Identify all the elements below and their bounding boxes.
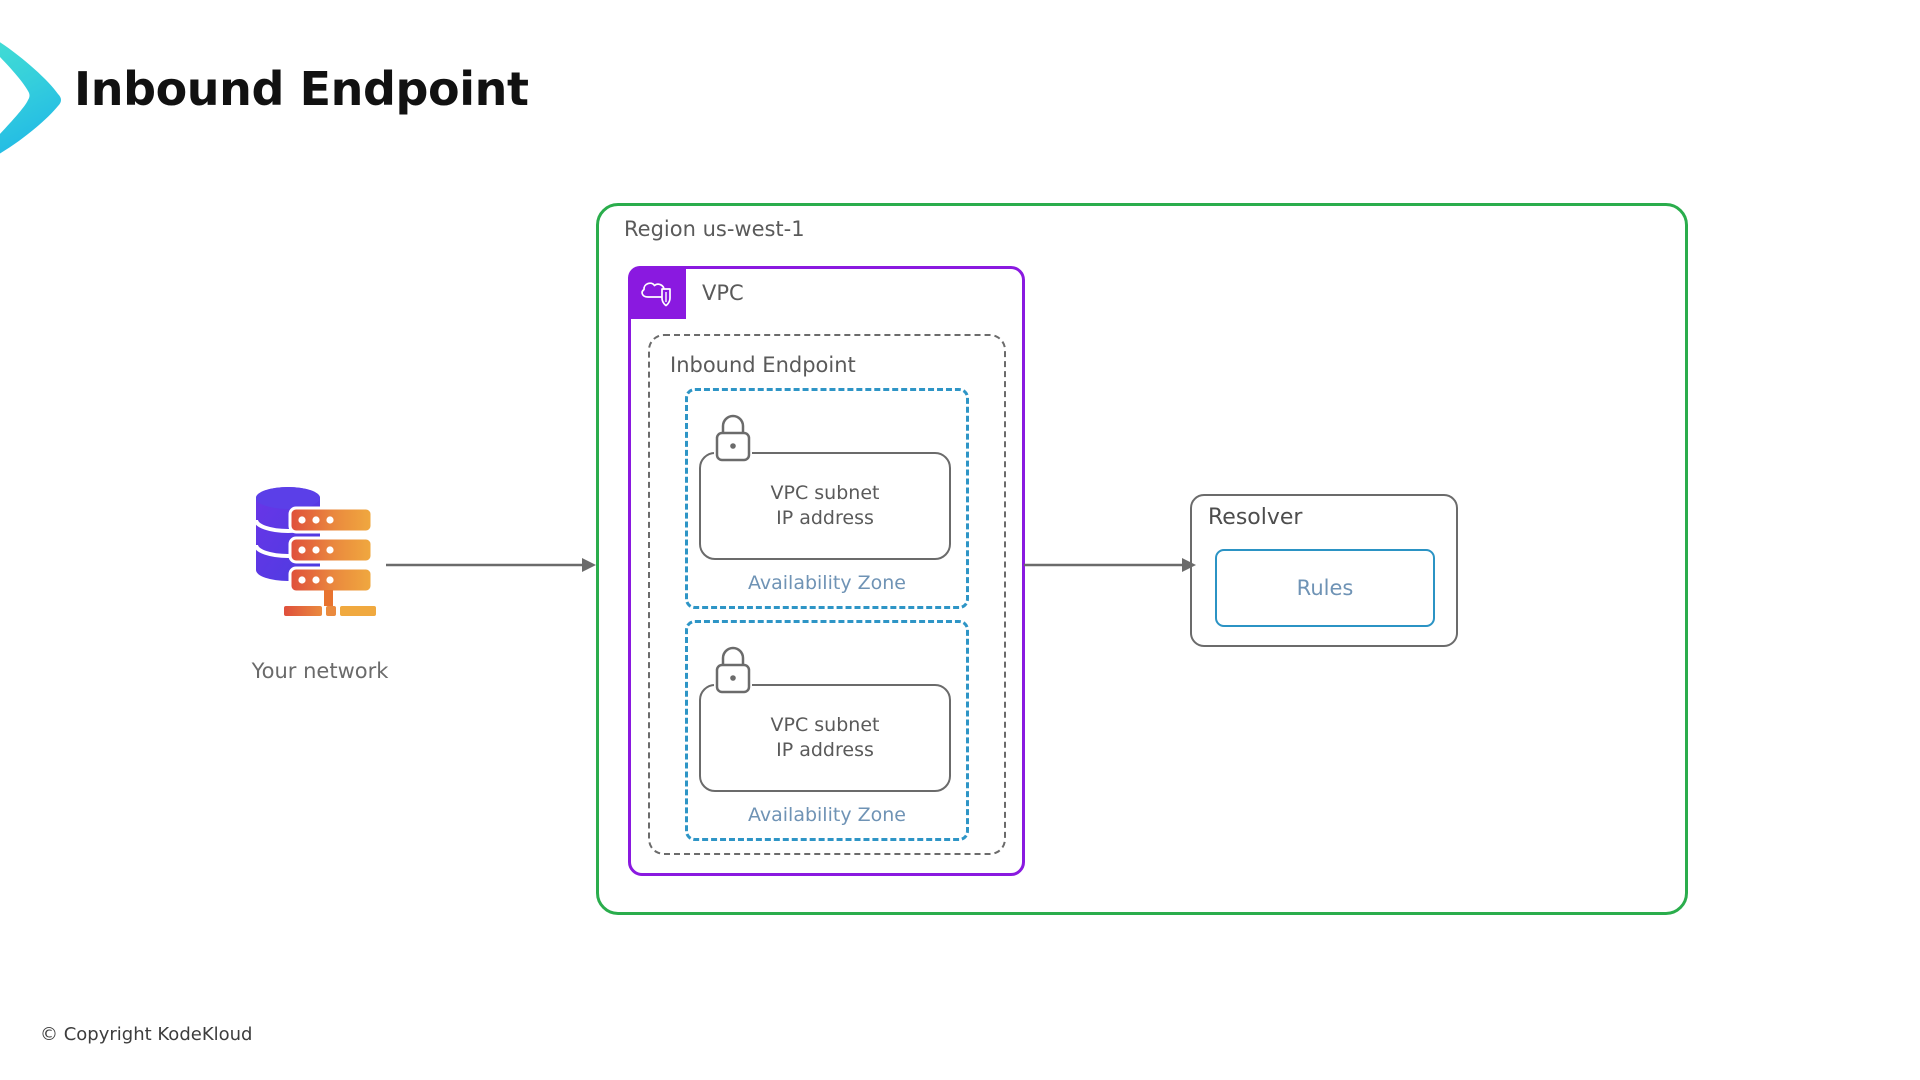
- availability-zone-label: Availability Zone: [748, 572, 906, 594]
- availability-zone-container: [685, 620, 969, 841]
- brand-chevron-icon: [0, 42, 61, 154]
- vpc-subnet-box: VPC subnet IP address: [699, 684, 951, 792]
- vpc-subnet-box: VPC subnet IP address: [699, 452, 951, 560]
- inbound-endpoint-label: Inbound Endpoint: [670, 353, 856, 377]
- resolver-container: [1190, 494, 1458, 647]
- rules-box: Rules: [1215, 549, 1435, 627]
- database-server-icon: [254, 487, 376, 616]
- page-title: Inbound Endpoint: [74, 62, 529, 116]
- footer-copyright: © Copyright KodeKloud: [40, 1024, 253, 1045]
- region-container: [596, 203, 1688, 915]
- vpc-subnet-line2: IP address: [776, 739, 874, 761]
- region-label: Region us-west-1: [624, 217, 805, 241]
- arrow-vpc-to-resolver: [1024, 558, 1196, 572]
- network-label: Your network: [251, 659, 389, 683]
- vpc-subnet-line1: VPC subnet: [770, 713, 880, 736]
- lock-icon: [715, 414, 751, 462]
- availability-zone-label: Availability Zone: [748, 804, 906, 826]
- inbound-endpoint-container: [648, 334, 1006, 855]
- vpc-subnet-line1: VPC subnet: [770, 481, 880, 504]
- arrow-network-to-region: [386, 558, 596, 572]
- lock-icon: [715, 646, 751, 694]
- vpc-label: VPC: [702, 281, 744, 305]
- cloud-shield-icon: [641, 281, 671, 306]
- resolver-label: Resolver: [1208, 505, 1303, 530]
- vpc-subnet-line2: IP address: [776, 507, 874, 529]
- availability-zone-container: [685, 388, 969, 609]
- vpc-badge: [628, 266, 686, 319]
- rules-label: Rules: [1296, 576, 1354, 600]
- vpc-container: [628, 266, 1025, 876]
